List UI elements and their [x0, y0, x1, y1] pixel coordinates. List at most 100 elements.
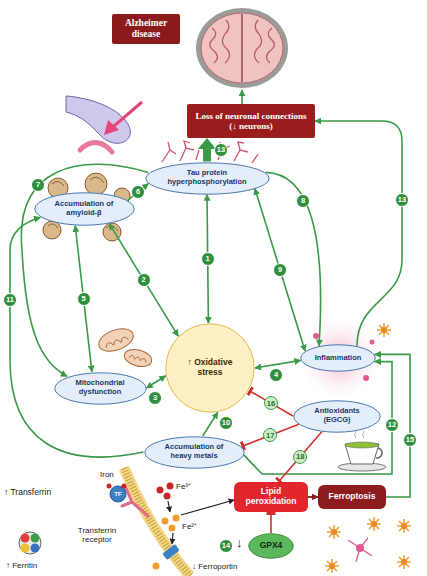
- protein-label: TF: [111, 489, 125, 499]
- inflammation-glow: [300, 318, 380, 398]
- ferritin: [21, 534, 30, 543]
- annotation-text: ↓ Ferroportin: [192, 562, 237, 571]
- ferrous-iron: [162, 518, 169, 525]
- callout-number: 3: [148, 391, 162, 405]
- astrocyte: [327, 525, 341, 539]
- node-text: Lipid peroxidation: [240, 487, 302, 507]
- callout-number: 16: [264, 396, 278, 410]
- brain-illustration: [196, 8, 288, 88]
- mitochondria: [105, 336, 129, 348]
- ferroportin: [162, 544, 180, 560]
- astrocyte-body: [371, 521, 377, 527]
- astrocyte: [397, 519, 411, 533]
- arrow-shaft: [203, 149, 211, 162]
- neuron: [356, 544, 364, 552]
- node-text: Ferroptosis: [329, 492, 376, 502]
- node-text: Loss of neuronal connections (↓ neurons): [193, 111, 309, 132]
- callout-number: 15: [403, 433, 417, 447]
- node-text: Inflammation: [315, 354, 362, 363]
- tau-tangle: [162, 141, 199, 162]
- central-circle: ↑ Oxidative stress: [165, 323, 255, 413]
- annotation-text: Iron: [100, 470, 114, 479]
- callout-number: 17: [263, 428, 277, 442]
- callout-number: 13: [395, 193, 409, 207]
- ferric-iron: [157, 487, 164, 494]
- astrocyte-body: [331, 529, 337, 535]
- synapse-illustration: [104, 120, 119, 135]
- process-ellipse: Accumulation of amyloid-β: [34, 192, 135, 226]
- inhibition-line: [242, 424, 299, 446]
- connector-arrow: [21, 164, 148, 376]
- callout-number: 13: [214, 143, 228, 157]
- inflammation-glow: [370, 340, 375, 345]
- callout-number: 8: [296, 194, 310, 208]
- connector-arrow: [315, 121, 402, 346]
- ferritin: [21, 544, 30, 553]
- callout-number: 9: [273, 263, 287, 277]
- inflammation-glow: [363, 375, 369, 381]
- decrease-arrow: ↓: [236, 536, 243, 549]
- ferrous-iron: [173, 515, 180, 522]
- astrocyte: [377, 323, 391, 337]
- node-text: ↑ Oxidative stress: [179, 358, 241, 378]
- iron-to-lipid-arrow: [181, 500, 234, 515]
- connector-arrow: [266, 172, 321, 346]
- connector-arrow: [109, 224, 178, 337]
- outcome-box: Ferroptosis: [318, 485, 386, 509]
- brain-illustration: [210, 20, 275, 63]
- cell-membrane: [124, 468, 190, 576]
- synapse-illustration: [66, 96, 142, 152]
- green-tea-cup: [376, 448, 382, 458]
- ferritin: [31, 534, 40, 543]
- transferrin: [107, 484, 127, 503]
- amyloid-plaque: [85, 173, 107, 195]
- astrocyte-body: [401, 523, 407, 529]
- connector-arrow: [147, 376, 166, 388]
- process-box: Lipid peroxidation: [234, 482, 308, 512]
- node-text: GPX4: [260, 541, 283, 551]
- exported-iron: [153, 563, 160, 570]
- annotation-text: ↑ Transferrin: [4, 488, 51, 498]
- synapse-illustration: [80, 143, 112, 152]
- connector-arrow: [308, 496, 318, 498]
- process-ellipse: Mitochondrial dysfunction: [54, 372, 147, 405]
- connector-arrow: [375, 354, 410, 497]
- node-outline: [249, 534, 293, 558]
- ferric-iron: [167, 483, 174, 490]
- disease-label: Alzheimer disease: [108, 6, 294, 90]
- mitochondria: [122, 347, 153, 370]
- connector-arrow: [75, 226, 92, 372]
- ferric-iron: [157, 483, 174, 500]
- ferritin: [19, 532, 41, 554]
- callout-number: 6: [131, 185, 145, 199]
- callout-number: 7: [31, 178, 45, 192]
- node-text: Alzheimer disease: [112, 14, 180, 44]
- export-arrow: [172, 533, 173, 544]
- mitochondria: [129, 355, 147, 363]
- cell-membrane: [124, 468, 190, 576]
- annotation-text: ↑ Ferritin: [6, 561, 37, 570]
- ferrous-iron: [169, 525, 176, 532]
- node-text: Tau protein hyperphosphorylation: [163, 169, 251, 186]
- node-outline: [144, 436, 243, 467]
- callout-number: 2: [137, 273, 151, 287]
- brain-illustration: [201, 13, 283, 83]
- brain-illustration: [196, 8, 288, 88]
- ion-label: Fe²⁺: [182, 522, 197, 531]
- ion-label: Fe³⁺: [176, 482, 191, 491]
- connector-arrow: [128, 184, 149, 201]
- node-text: Accumulation of heavy metals: [159, 443, 229, 460]
- connector-arrow: [241, 90, 243, 104]
- ferroportin: [162, 544, 180, 560]
- green-tea-cup: [345, 442, 379, 448]
- neuron: [348, 538, 372, 562]
- process-ellipse: Inflammation: [300, 344, 376, 372]
- inflammation-glow: [313, 333, 319, 339]
- callout-number: 4: [269, 368, 283, 382]
- connector-arrow: [203, 412, 218, 436]
- outcome-box: Loss of neuronal connections (↓ neurons): [187, 104, 315, 138]
- callout-number: 5: [77, 292, 91, 306]
- callout-number: 1: [201, 252, 215, 266]
- node-outline: [301, 345, 375, 371]
- connector-arrow: [255, 189, 305, 351]
